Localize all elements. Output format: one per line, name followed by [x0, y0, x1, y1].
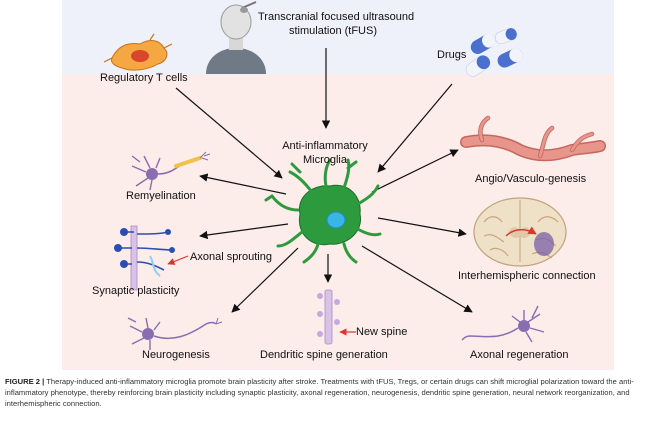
arrow-drugs-to-microglia [377, 83, 453, 173]
arrow-to-neurogenesis [231, 247, 299, 313]
figure-panel: Regulatory T cells Transcranial focused … [62, 0, 614, 370]
microglia-icon [264, 158, 382, 264]
label-tfus-line1: Transcranial focused ultrasound [258, 11, 415, 23]
arrow-to-axonal-regeneration [361, 245, 473, 313]
label-new-spine: New spine [356, 326, 408, 338]
label-drugs: Drugs [437, 49, 467, 61]
label-remyelination: Remyelination [126, 190, 196, 202]
label-microglia-line2: Microglia [302, 154, 347, 166]
caption-text: Therapy-induced anti-inflammatory microg… [5, 377, 634, 408]
synaptic-plasticity-icon [114, 225, 189, 291]
label-microglia-line1: Anti-inflammatory [282, 140, 368, 152]
label-synaptic-plasticity: Synaptic plasticity [92, 285, 180, 297]
person-tfus-icon [206, 1, 266, 74]
diagram-canvas [62, 0, 614, 370]
label-neurogenesis: Neurogenesis [142, 349, 210, 361]
caption-label: FIGURE 2 | [5, 377, 45, 386]
arrow-to-synaptic [199, 223, 289, 240]
figure-caption: FIGURE 2 | Therapy-induced anti-inflamma… [5, 376, 645, 409]
neurogenesis-neuron-icon [127, 317, 223, 350]
arrow-to-angiogenesis [371, 149, 459, 193]
label-dendritic-spine-generation: Dendritic spine generation [260, 349, 388, 361]
arrow-to-interhemispheric [377, 217, 467, 237]
drug-capsules-icon [465, 27, 523, 77]
blood-vessel-icon [460, 115, 606, 162]
axonal-regeneration-neuron-icon [461, 305, 545, 343]
label-tfus-line2: stimulation (tFUS) [288, 25, 378, 37]
brain-section-icon [473, 197, 567, 267]
label-angio-vasculogenesis: Angio/Vasculo-genesis [475, 173, 587, 185]
remyelination-neuron-icon [131, 151, 211, 191]
label-interhemispheric-connection: Interhemispheric connection [458, 270, 596, 282]
arrow-tcells-to-microglia [175, 87, 283, 179]
regulatory-t-cell-icon [103, 33, 173, 71]
label-regulatory-t-cells: Regulatory T cells [100, 72, 188, 84]
dendritic-spine-icon [317, 289, 356, 345]
arrow-to-remyelination [199, 173, 287, 195]
label-axonal-sprouting: Axonal sprouting [190, 251, 272, 263]
label-axonal-regeneration: Axonal regeneration [470, 349, 569, 361]
